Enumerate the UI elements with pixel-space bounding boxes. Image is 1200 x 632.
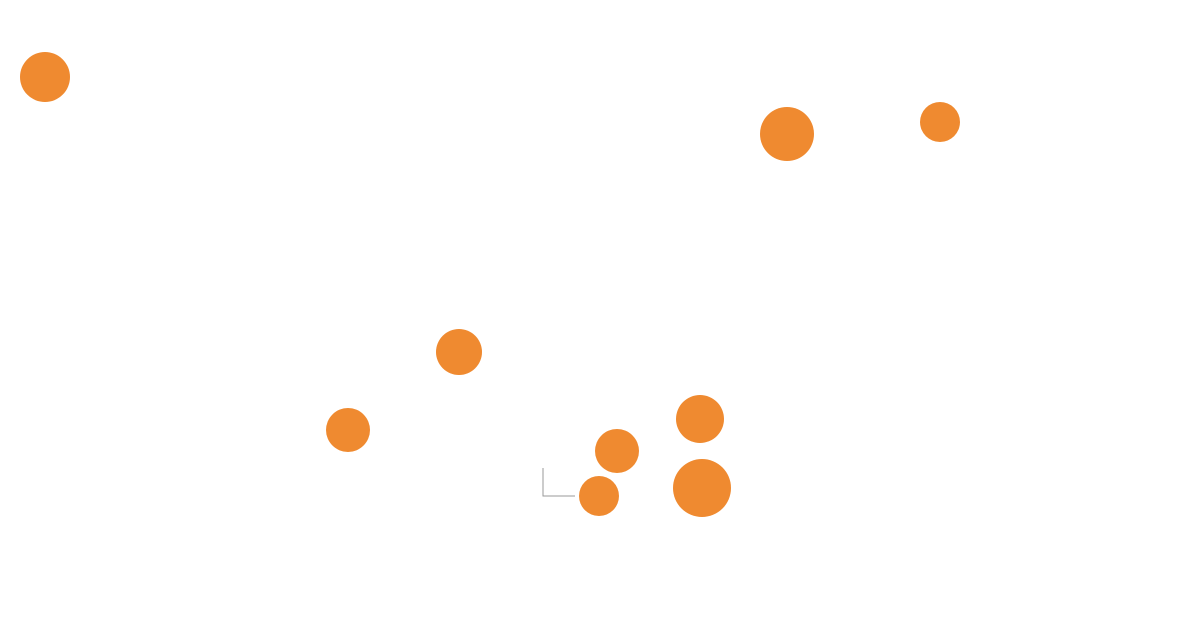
scatter-point-8 [579, 476, 619, 516]
scatter-point-3 [920, 102, 960, 142]
scatter-point-7 [595, 429, 639, 473]
annotation-leader-line [542, 468, 575, 497]
annotation-layer [542, 468, 575, 497]
points-layer [20, 52, 960, 517]
scatter-point-1 [20, 52, 70, 102]
scatter-point-4 [436, 329, 482, 375]
scatter-point-2 [760, 107, 814, 161]
scatter-point-6 [676, 395, 724, 443]
scatter-point-5 [326, 408, 370, 452]
scatter-point-9 [673, 459, 731, 517]
